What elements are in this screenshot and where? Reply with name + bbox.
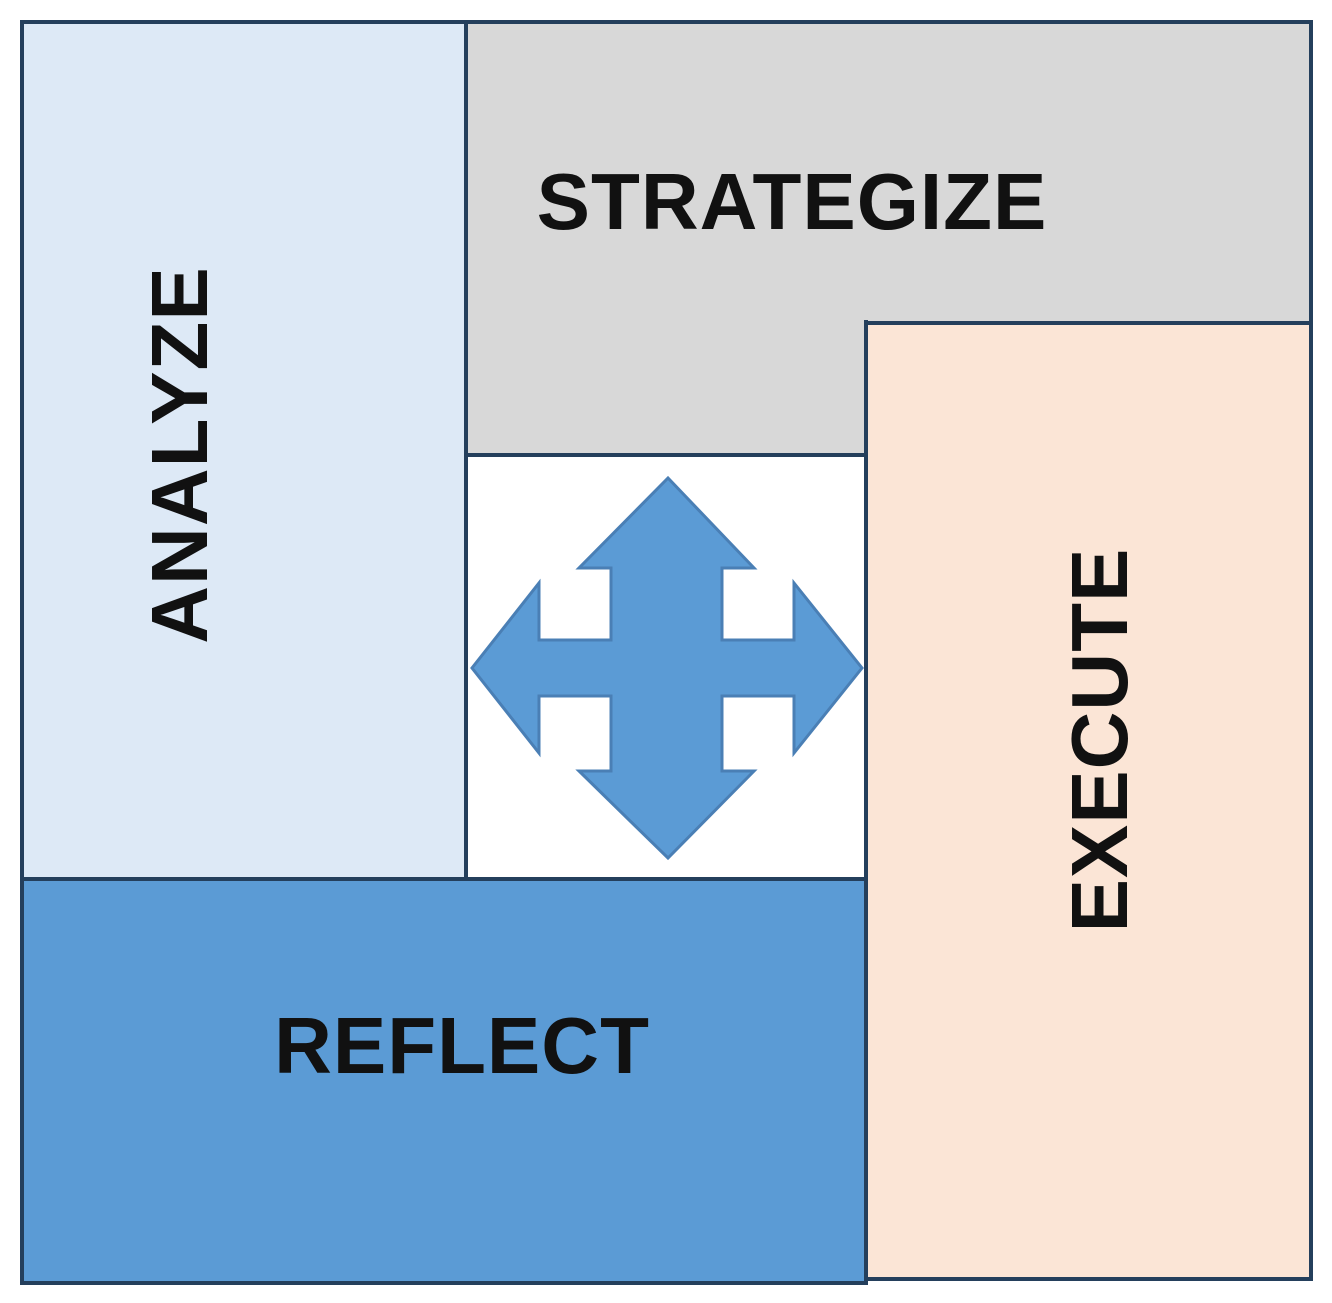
strategize-panel-extension [464, 320, 868, 457]
strategize-panel [464, 20, 1313, 327]
reflect-label: REFLECT [274, 1001, 650, 1090]
analyze-label: ANALYZE [135, 266, 224, 644]
analyze-panel [20, 20, 470, 881]
reflect-panel [20, 877, 868, 1285]
execute-panel [864, 321, 1313, 1281]
four-way-arrow-shape [470, 475, 864, 861]
strategize-label: STRATEGIZE [536, 157, 1048, 246]
four-way-arrow-icon [470, 475, 864, 861]
execute-label: EXECUTE [1055, 547, 1144, 933]
